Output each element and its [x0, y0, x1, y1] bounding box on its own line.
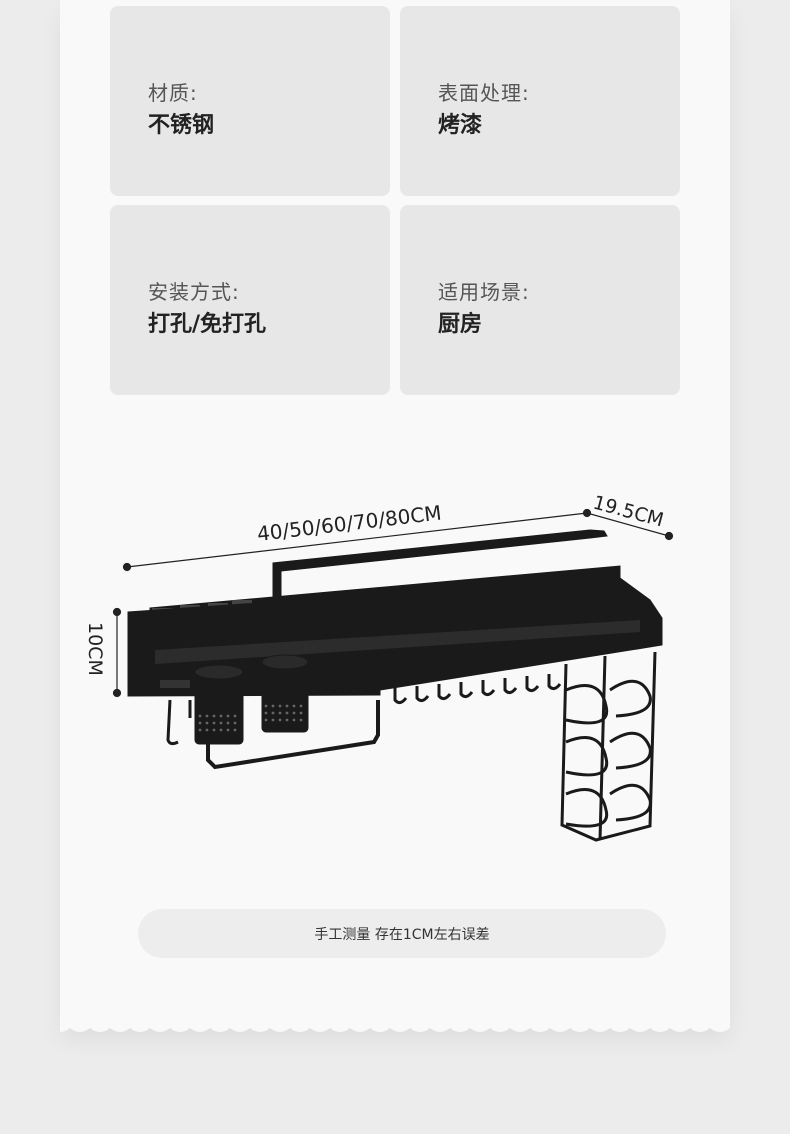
spec-label: 适用场景: — [438, 280, 530, 304]
spec-value: 烤漆 — [438, 113, 483, 138]
spec-label: 材质: — [148, 81, 198, 105]
depth-dimension-label: 19.5CM — [591, 492, 666, 532]
utensil-cup-right — [261, 654, 309, 733]
lid-rack — [560, 651, 657, 842]
spec-value: 不锈钢 — [148, 113, 215, 138]
spec-label: 安装方式: — [148, 280, 240, 304]
product-dimension-illustration: 40/50/60/70/80CM 19.5CM 10CM — [84, 492, 674, 842]
height-dimension-label: 10CM — [84, 622, 106, 676]
spec-label: 表面处理: — [438, 81, 530, 105]
scalloped-edge — [60, 1020, 730, 1036]
measurement-note: 手工测量 存在1CM左右误差 — [138, 909, 666, 958]
spec-value: 厨房 — [438, 312, 483, 337]
hook-row — [393, 674, 562, 705]
utensil-cup-left — [194, 664, 244, 745]
spec-card-material: 材质: 不锈钢 — [110, 6, 390, 196]
spec-card-finish: 表面处理: 烤漆 — [400, 6, 680, 196]
cup-perforations — [198, 704, 303, 732]
length-dimension-label: 40/50/60/70/80CM — [256, 500, 443, 545]
kitchen-rack — [127, 529, 663, 842]
dimension-lines — [112, 508, 674, 698]
spec-card-scene: 适用场景: 厨房 — [400, 205, 680, 395]
spec-value: 打孔/免打孔 — [148, 312, 267, 337]
spec-card-installation: 安装方式: 打孔/免打孔 — [110, 205, 390, 395]
